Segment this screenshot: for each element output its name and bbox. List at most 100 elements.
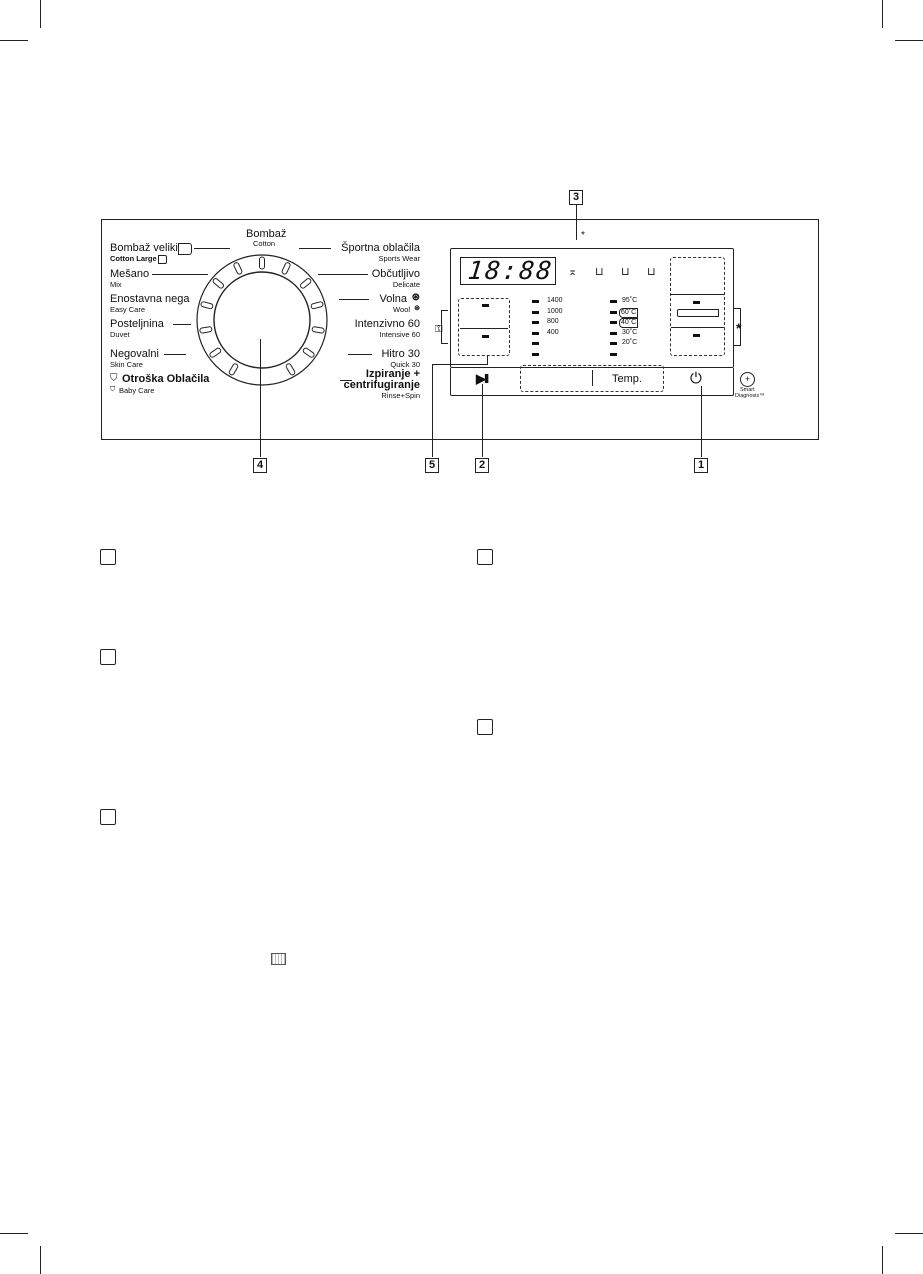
crop-mark (40, 0, 41, 28)
callout-1: 1 (694, 458, 708, 473)
program-leader (348, 354, 372, 356)
crop-mark (895, 40, 923, 41)
option-led (482, 335, 489, 338)
spin-speed-led (532, 331, 539, 335)
spin-speed-led (532, 310, 539, 314)
crop-mark (0, 1233, 28, 1234)
control-panel: Bombaž Cotton Bombaž veliki Cotton Large… (101, 219, 819, 440)
power-button[interactable]: ⏻ (690, 370, 702, 387)
temp-button[interactable]: Temp. (612, 373, 642, 385)
spin-speed-label: 1400 (547, 297, 563, 304)
program-label-easy-care: Enostavna nega (110, 293, 190, 305)
temperature-label: 30˚C (622, 328, 638, 336)
bracket-left (441, 310, 448, 344)
program-sublabel-duvet: Duvet (110, 330, 130, 339)
option-divider (671, 294, 724, 296)
dial-position-mark (228, 363, 239, 376)
program-sublabel-delicate: Delicate (392, 280, 420, 289)
option-led (482, 304, 489, 307)
play-pause-button[interactable]: ▶II (476, 371, 489, 386)
option-button-group-left[interactable] (458, 298, 510, 356)
program-label-delicate: Občutljivo (371, 268, 420, 280)
dial-position-mark (281, 262, 291, 275)
spin-speed-label: 800 (547, 318, 559, 325)
legend-box (477, 719, 493, 735)
spin-speed-led (532, 300, 539, 303)
program-leader (194, 248, 230, 250)
program-label-intensive-60: Intenzivno 60 (354, 318, 420, 330)
dial-position-mark (199, 326, 213, 334)
option-indicator-bar (677, 309, 719, 317)
bracket-right (734, 308, 741, 346)
option-led (693, 334, 700, 337)
cotton-large-small-icon (158, 255, 167, 264)
program-dial[interactable] (187, 242, 337, 392)
program-leader (318, 274, 368, 276)
program-label-cotton-large: Bombaž veliki (110, 242, 178, 254)
legend-box (100, 549, 116, 565)
option-strip-divider (592, 370, 593, 386)
program-sublabel-intensive-60: Intensive 60 (379, 330, 420, 339)
program-sublabel-skin-care: Skin Care (110, 360, 143, 369)
program-label-rinse-spin: Izpiranje + centrifugiranje (343, 368, 420, 391)
program-leader (164, 354, 186, 356)
temperature-led (610, 331, 617, 335)
program-label-duvet: Posteljnina (110, 318, 164, 330)
callout-5-leader (487, 356, 489, 365)
baby-care-icon: ⛉ (110, 373, 118, 384)
temperature-led (610, 321, 617, 324)
program-label-quick-30: Hitro 30 (381, 348, 420, 360)
spin-speed-label: 1000 (547, 307, 563, 315)
spin-speed-led (532, 352, 539, 356)
wash-phase-icon: ⌅ (568, 266, 578, 278)
asterisk-label: * (736, 320, 742, 336)
temperature-label: 40˚C (619, 318, 639, 328)
temperature-led (610, 310, 617, 314)
temperature-label: 60˚C (619, 307, 639, 318)
temperature-led (610, 342, 617, 345)
program-sublabel-wool: Wool (393, 305, 410, 314)
smart-diagnosis-label-2: Diagnosis™ (735, 393, 765, 399)
dial-position-mark (310, 301, 324, 310)
dial-position-mark (200, 301, 214, 310)
program-leader (173, 324, 191, 326)
callout-5: 5 (425, 458, 439, 473)
spin-speed-led (532, 342, 539, 345)
callout-1-leader (701, 386, 703, 457)
option-button-group-right[interactable] (670, 257, 725, 356)
display-area-frame (450, 248, 734, 368)
spin-speed-label: 400 (547, 328, 559, 336)
option-button-strip[interactable] (520, 365, 664, 392)
program-label-mix: Mešano (110, 268, 150, 280)
program-label-sports-wear: Športna oblačila (341, 242, 420, 254)
temperature-led (610, 300, 617, 303)
wool-icon: ⊛ (411, 292, 420, 303)
dial-position-mark (311, 326, 325, 334)
temperature-led (610, 352, 617, 356)
legend-box (100, 809, 116, 825)
rinse-phase-icon: ⊔ (595, 266, 604, 278)
program-label-skin-care: Negovalni (110, 348, 159, 360)
dial-position-mark (209, 347, 222, 358)
crop-mark (40, 1246, 41, 1274)
legend-box (477, 549, 493, 565)
program-sublabel-rinse-spin: Rinse+Spin (381, 391, 420, 400)
dial-position-mark (259, 256, 265, 270)
program-sublabel-mix: Mix (110, 280, 122, 289)
wool-small-icon: ⊛ (414, 305, 420, 312)
display-time: 18:88 (466, 256, 555, 285)
program-label-wool: Volna (379, 293, 407, 305)
program-sublabel-cotton-large: Cotton Large (110, 254, 157, 263)
baby-care-small-icon: ⛉ (110, 386, 116, 393)
option-divider (460, 328, 508, 330)
spin-phase-icon: ⊔ (621, 266, 630, 278)
temperature-label: 95˚C (622, 297, 638, 304)
end-phase-icon: ⊔ (647, 266, 656, 278)
program-leader (339, 299, 369, 301)
dial-position-mark (302, 347, 315, 358)
spin-speed-led (532, 321, 539, 324)
program-sublabel-cotton: Cotton (253, 239, 276, 248)
callout-4-leader (260, 339, 262, 457)
callout-3-leader (576, 205, 578, 240)
crop-mark (882, 1246, 883, 1274)
